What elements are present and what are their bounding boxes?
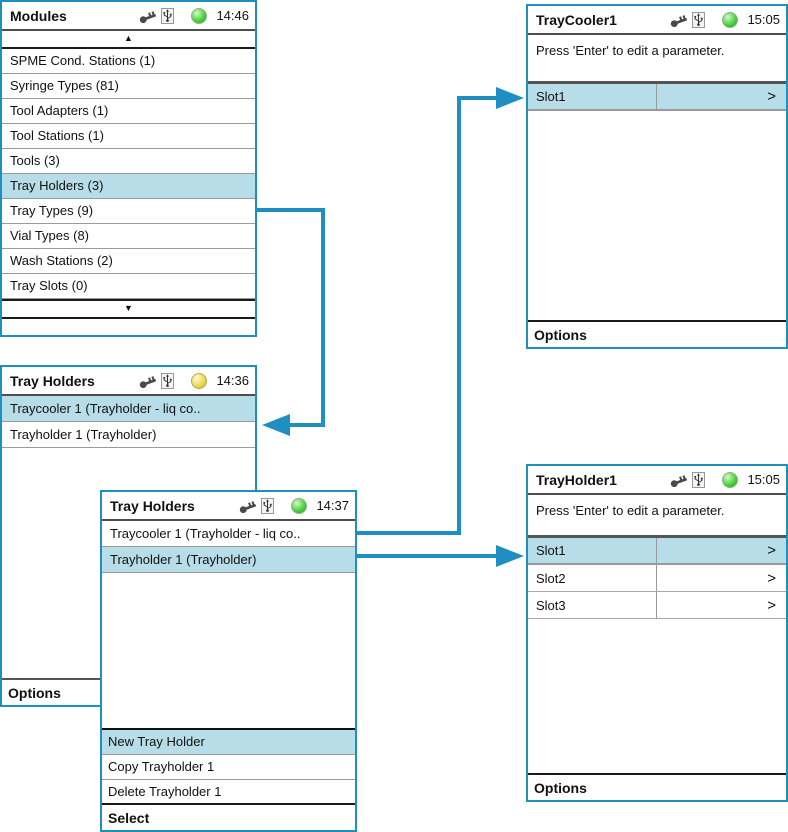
- connector-traycooler-link: [357, 531, 461, 535]
- usb-icon: [261, 497, 275, 514]
- scroll-up-row[interactable]: ▲: [2, 31, 255, 49]
- context-menu: New Tray Holder Copy Trayholder 1 Delete…: [102, 728, 355, 805]
- status-led-icon: [191, 372, 208, 389]
- traycooler1-panel: TrayCooler1 15:05 Press 'Enter' to edit …: [526, 4, 788, 349]
- list-item[interactable]: Tools (3): [2, 149, 255, 174]
- softkey-options[interactable]: Options: [528, 773, 786, 800]
- slot-row-selected[interactable]: Slot1 >: [528, 535, 786, 565]
- tray-holders-panel-1437: Tray Holders 14:37 Traycooler 1 (Trayhol…: [100, 490, 357, 832]
- usb-icon: [161, 7, 175, 24]
- key-icon: [138, 8, 157, 23]
- hint-message: Press 'Enter' to edit a parameter.: [536, 43, 725, 58]
- scroll-down-icon: ▼: [124, 303, 133, 313]
- menu-item-delete-trayholder[interactable]: Delete Trayholder 1: [102, 780, 355, 805]
- softkey-select[interactable]: Select: [102, 803, 355, 830]
- list-item[interactable]: Tool Stations (1): [2, 124, 255, 149]
- chevron-right-icon: >: [656, 592, 786, 618]
- list-item[interactable]: Wash Stations (2): [2, 249, 255, 274]
- clock-time: 15:05: [747, 472, 780, 487]
- slot-row-selected[interactable]: Slot1 >: [528, 81, 786, 111]
- panel-title: Tray Holders: [10, 372, 95, 389]
- title-bar: Modules 14:46: [2, 2, 255, 31]
- connector-modules-to-trayholders: [257, 208, 325, 212]
- list-item[interactable]: Tray Types (9): [2, 199, 255, 224]
- key-icon: [138, 373, 157, 388]
- connector-traycooler-link: [457, 96, 497, 100]
- parameter-table: Slot1 > Slot2 > Slot3 >: [528, 535, 786, 619]
- status-led-icon: [191, 7, 208, 24]
- clock-time: 15:05: [747, 12, 780, 27]
- clock-time: 14:37: [316, 498, 349, 513]
- usb-icon: [692, 11, 706, 28]
- usb-icon: [161, 372, 175, 389]
- status-led-icon: [722, 11, 739, 28]
- softkey-options[interactable]: Options: [528, 320, 786, 347]
- list-item[interactable]: Trayholder 1 (Trayholder): [2, 422, 255, 448]
- list-item[interactable]: Tray Slots (0): [2, 274, 255, 299]
- slot-label: Slot2: [536, 570, 566, 586]
- title-bar: TrayCooler1 15:05: [528, 6, 786, 35]
- clock-time: 14:36: [216, 373, 249, 388]
- clock-time: 14:46: [216, 8, 249, 23]
- title-bar: Tray Holders 14:37: [102, 492, 355, 521]
- title-bar: TrayHolder1 15:05: [528, 466, 786, 495]
- key-icon: [669, 472, 688, 487]
- list-item-selected[interactable]: Trayholder 1 (Trayholder): [102, 547, 355, 573]
- chevron-right-icon: >: [656, 84, 786, 109]
- list-item[interactable]: Tool Adapters (1): [2, 99, 255, 124]
- slot-row[interactable]: Slot2 >: [528, 565, 786, 592]
- slot-row[interactable]: Slot3 >: [528, 592, 786, 619]
- connector-modules-to-trayholders: [288, 423, 325, 427]
- title-bar: Tray Holders 14:36: [2, 367, 255, 396]
- panel-title: Tray Holders: [110, 497, 195, 514]
- panel-title: TrayCooler1: [536, 11, 617, 28]
- key-icon: [669, 12, 688, 27]
- list-item-selected[interactable]: Traycooler 1 (Trayholder - liq co..: [2, 396, 255, 422]
- modules-panel: Modules 14:46 ▲ SPME Cond. Stations (1) …: [0, 0, 257, 337]
- menu-item-copy-trayholder[interactable]: Copy Trayholder 1: [102, 755, 355, 780]
- hint-message: Press 'Enter' to edit a parameter.: [536, 503, 725, 518]
- panel-title: Modules: [10, 7, 67, 24]
- trayholder1-panel: TrayHolder1 15:05 Press 'Enter' to edit …: [526, 464, 788, 802]
- list-item[interactable]: SPME Cond. Stations (1): [2, 49, 255, 74]
- connector-modules-to-trayholders: [321, 208, 325, 427]
- status-led-icon: [291, 497, 308, 514]
- arrowhead-left-icon: [262, 414, 290, 436]
- list-item[interactable]: Vial Types (8): [2, 224, 255, 249]
- scroll-down-row[interactable]: ▼: [2, 299, 255, 319]
- connector-traycooler-link: [457, 96, 461, 535]
- connector-trayholder-link: [357, 554, 496, 558]
- arrowhead-right-icon: [496, 87, 524, 109]
- list-item[interactable]: Traycooler 1 (Trayholder - liq co..: [102, 521, 355, 547]
- menu-item-new-tray-holder[interactable]: New Tray Holder: [102, 730, 355, 755]
- slot-label: Slot1: [536, 543, 566, 558]
- list-item[interactable]: Syringe Types (81): [2, 74, 255, 99]
- key-icon: [238, 498, 257, 513]
- arrowhead-right-icon: [496, 545, 524, 567]
- slot-label: Slot3: [536, 597, 566, 613]
- list-item-selected[interactable]: Tray Holders (3): [2, 174, 255, 199]
- chevron-right-icon: >: [656, 538, 786, 563]
- slot-label: Slot1: [536, 89, 566, 104]
- chevron-right-icon: >: [656, 565, 786, 591]
- scroll-up-icon: ▲: [124, 33, 133, 43]
- parameter-table: Slot1 >: [528, 81, 786, 111]
- usb-icon: [692, 471, 706, 488]
- panel-title: TrayHolder1: [536, 471, 617, 488]
- status-led-icon: [722, 471, 739, 488]
